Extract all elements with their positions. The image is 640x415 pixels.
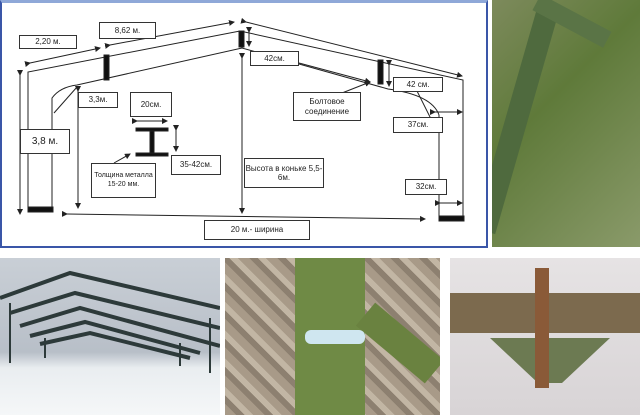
photo-beam-on-rubble — [225, 258, 440, 415]
label-metal-thickness: Толщина металла 15-20 мм. — [91, 163, 156, 198]
leader-line-ridge-depth — [298, 62, 371, 84]
right-base-plate — [438, 215, 465, 222]
label-haunch-depth: 42 см. — [393, 77, 443, 92]
dimension-arrow-rafter-right — [240, 17, 463, 78]
photo-steel-beam-on-grass — [492, 0, 640, 247]
label-ridge-depth: 42см. — [250, 51, 299, 66]
frame-rafter — [0, 270, 220, 310]
label-column-height: 3,8 м. — [20, 129, 70, 154]
label-ridge-height: Высота в коньке 5,5-6м. — [244, 158, 324, 188]
dimension-arrows — [17, 17, 463, 222]
water-bottle — [305, 330, 365, 344]
label-width: 20 м.- ширина — [204, 220, 310, 240]
left-base-plate — [27, 206, 54, 213]
dimension-arrow-width — [61, 210, 426, 222]
label-bolted-joint: Болтовое соединение — [293, 92, 361, 121]
frame-rafter — [29, 319, 201, 355]
leader-line-metal-thickness — [113, 153, 131, 164]
frame-rafter — [39, 330, 191, 360]
bolt-joint-left — [103, 54, 110, 81]
bolted-end-plate — [535, 268, 549, 388]
ibeam-web — [149, 130, 155, 154]
label-eave-segment: 2,20 м. — [19, 35, 77, 49]
label-column-base-depth: 32см. — [405, 179, 447, 195]
dimension-arrow-eave-segment — [24, 46, 101, 67]
bolt-joint-right — [377, 59, 384, 85]
leader-line-bolted-joint — [341, 81, 371, 94]
frame-diagram: 2,20 м. 8,62 м. 42см. 3,3м. 20см. 3,8 м.… — [0, 0, 488, 248]
label-beam-height: 35-42см. — [171, 155, 221, 175]
joint-gusset-plate — [490, 338, 610, 383]
bolt-joint-ridge — [238, 30, 245, 48]
frame-rafter — [9, 290, 220, 330]
label-rafter-length: 8,62 м. — [99, 22, 156, 39]
frame-rafter — [19, 305, 220, 348]
installed-frames — [0, 270, 220, 373]
label-column-top-depth: 37см. — [393, 117, 443, 133]
steel-beam — [492, 6, 559, 235]
label-flange-width: 20см. — [130, 92, 172, 117]
beam-branch — [355, 302, 440, 384]
leader-line-eave-haunch — [53, 86, 78, 114]
frame-drawing — [17, 17, 465, 222]
ibeam-bottom-flange — [135, 152, 169, 157]
dimension-arrow-rafter-left — [104, 19, 235, 49]
photo-frames-installed-snow — [0, 258, 220, 415]
label-inner-column-height: 3,3м. — [78, 92, 118, 108]
photo-bolted-ridge-joint — [450, 258, 640, 415]
frame-columns — [9, 303, 211, 373]
